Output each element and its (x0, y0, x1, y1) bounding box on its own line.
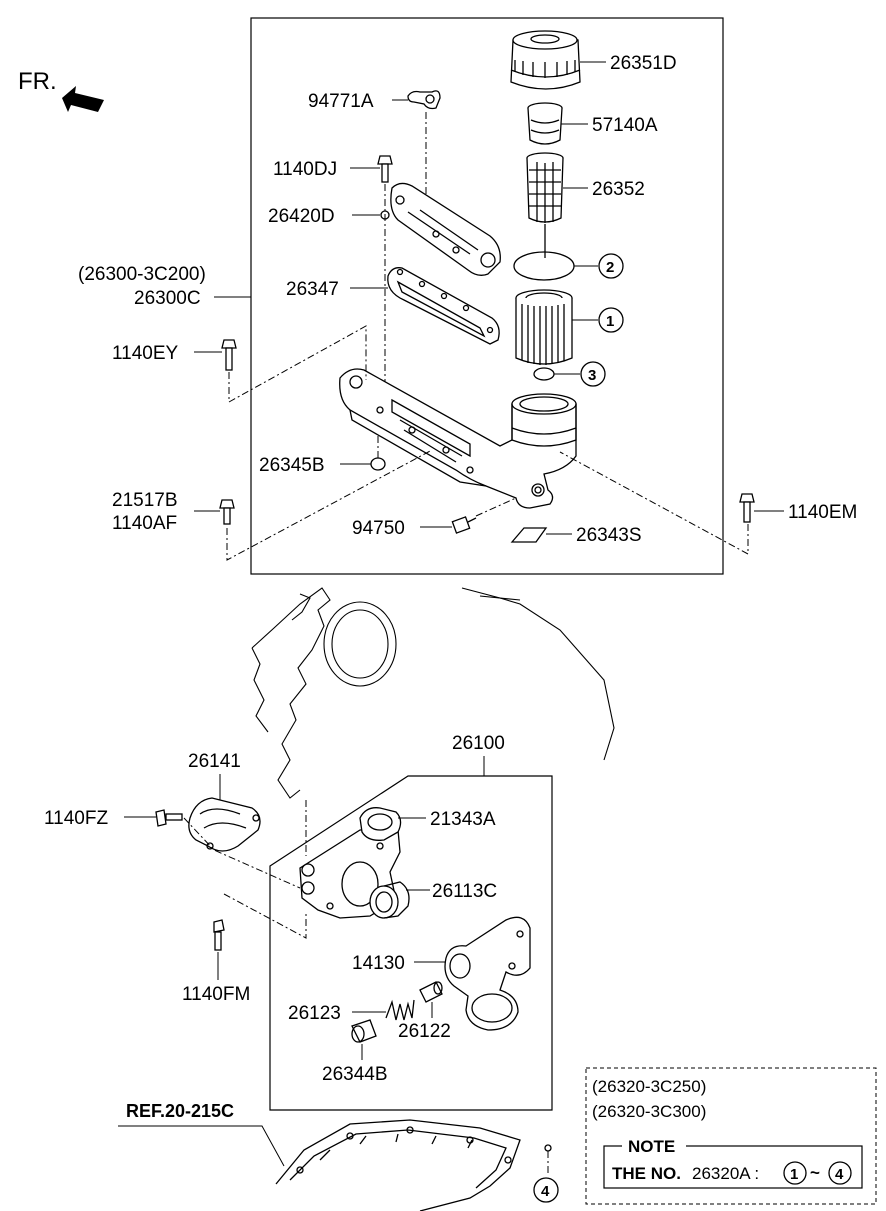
label-21517B: 21517B (112, 490, 178, 511)
fr-label: FR. (18, 68, 57, 95)
bracket-94771A (407, 90, 441, 110)
callout-4: 4 (541, 1183, 550, 1200)
label-26122: 26122 (398, 1021, 451, 1042)
filter-element-26352 (526, 152, 564, 258)
note-range-sep: ~ (810, 1163, 820, 1182)
label-26300C: 26300C (134, 288, 201, 309)
note-line-2: (26320-3C300) (592, 1102, 706, 1121)
note-range-start-circle (783, 1161, 807, 1185)
filter-cap-26351D (510, 30, 581, 90)
plug-26344B (351, 1019, 377, 1043)
label-1140EM: 1140EM (788, 502, 857, 523)
pickup-14130 (444, 916, 531, 1031)
front-arrow-icon (62, 86, 104, 112)
bolt-1140AF (219, 499, 235, 525)
oil-pump-assembly-box (269, 775, 553, 1111)
oil-filter-assembly-box (250, 17, 724, 575)
note-range-end: 4 (835, 1166, 844, 1183)
label-57140A: 57140A (592, 115, 658, 136)
bolt-4-marker (544, 1144, 552, 1152)
note-line-1: (26320-3C250) (592, 1077, 706, 1096)
ref-label: REF.20-215C (126, 1101, 234, 1121)
label-26141: 26141 (188, 751, 241, 772)
callout-circle-3 (580, 361, 606, 387)
label-94750: 94750 (352, 518, 405, 539)
note-inner-box (603, 1145, 863, 1189)
plunger-26122 (419, 981, 443, 1003)
label-14130: 14130 (352, 953, 405, 974)
label-26113C: 26113C (432, 881, 497, 902)
label-26347: 26347 (286, 279, 339, 300)
o-ring-2 (513, 251, 575, 281)
bolt-1140FM (213, 919, 225, 951)
part-26343S (510, 527, 548, 543)
filter-part-57140A (527, 102, 563, 145)
label-1140FM: 1140FM (182, 984, 250, 1005)
cover-26141 (188, 797, 261, 852)
label-26343S: 26343S (576, 525, 642, 546)
note-title-bg (622, 1138, 686, 1154)
sensor-94750 (451, 516, 477, 534)
label-1140DJ: 1140DJ (273, 159, 337, 180)
note-range-end-circle (828, 1161, 852, 1185)
oil-pan (275, 1119, 521, 1211)
label-26420D: 26420D (268, 206, 335, 227)
label-26300-3C200: (26300-3C200) (78, 264, 206, 285)
engine-block-outline (251, 587, 615, 799)
note-part: 26320A : (692, 1164, 759, 1183)
label-1140FZ: 1140FZ (44, 808, 108, 829)
spring-26123 (385, 999, 415, 1021)
label-1140AF: 1140AF (112, 513, 177, 534)
note-range-start: 1 (790, 1166, 798, 1183)
callout-circle-2 (598, 253, 624, 279)
plug-26345B (370, 457, 386, 471)
label-26351D: 26351D (610, 53, 677, 74)
bolt-1140DJ (377, 155, 393, 183)
note-title: NOTE (628, 1137, 675, 1156)
bolt-1140EY (221, 339, 237, 371)
label-26345B: 26345B (259, 455, 325, 476)
label-1140EY: 1140EY (112, 343, 179, 364)
callout-circle-4 (533, 1177, 559, 1203)
label-26352: 26352 (592, 179, 645, 200)
label-26344B: 26344B (322, 1064, 388, 1085)
filter-cartridge-1 (515, 289, 573, 365)
gasket-26347 (387, 267, 500, 345)
part-21343A (359, 807, 402, 841)
label-21343A: 21343A (430, 809, 496, 830)
label-26100: 26100 (452, 733, 505, 754)
note-prefix: THE NO. (612, 1164, 681, 1183)
cover-26420D (390, 182, 501, 276)
part-26113C (369, 881, 410, 919)
oil-filter-module (339, 368, 577, 509)
label-94771A: 94771A (308, 91, 374, 112)
callout-3: 3 (588, 367, 596, 384)
label-26123: 26123 (288, 1003, 341, 1024)
bolt-1140EM (739, 493, 755, 523)
callout-1: 1 (606, 313, 614, 330)
bolt-1140FZ (155, 809, 183, 827)
note-outer-box (585, 1067, 877, 1205)
o-ring-3 (533, 367, 555, 381)
callout-2: 2 (606, 259, 614, 276)
callout-circle-1 (598, 307, 624, 333)
